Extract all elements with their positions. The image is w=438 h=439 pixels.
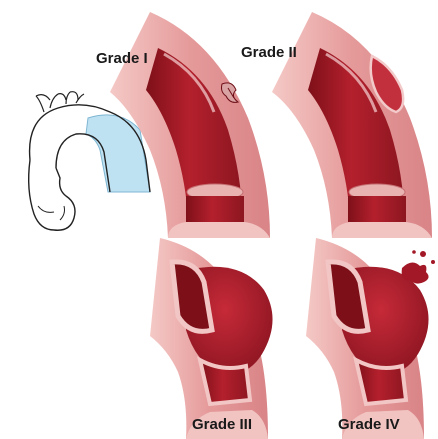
grade-1-label: Grade I <box>96 50 148 67</box>
grade-3-label: Grade III <box>192 416 252 433</box>
grade-4-vessel <box>306 238 435 439</box>
grade-4-label: Grade IV <box>338 416 400 433</box>
grade-3-vessel <box>150 238 273 439</box>
grade-2-label: Grade II <box>241 44 297 61</box>
